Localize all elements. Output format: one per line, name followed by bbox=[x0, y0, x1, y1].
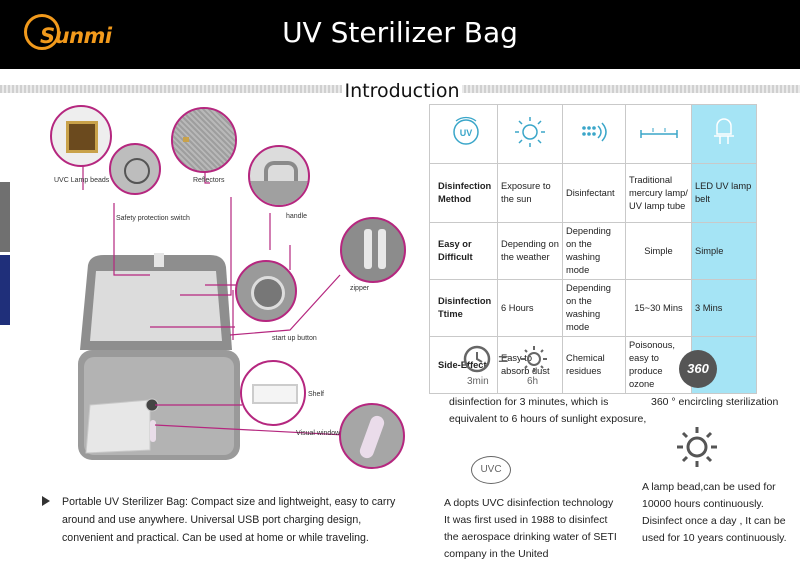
table-cell: UV bbox=[429, 104, 498, 164]
clock-icon bbox=[463, 345, 491, 373]
led-bulb-icon bbox=[714, 118, 734, 144]
table-row: Disinfection Method Exposure to the sun … bbox=[429, 163, 757, 223]
product-description: Portable UV Sterilizer Bag: Compact size… bbox=[62, 496, 396, 544]
row-header: Disinfection Method bbox=[429, 163, 498, 223]
start-button-label: start up button bbox=[272, 335, 317, 342]
row-header: Easy or Difficult bbox=[429, 222, 498, 280]
bag-zipper-pull bbox=[154, 253, 164, 267]
lamp-bead-icon bbox=[677, 427, 717, 467]
time-6h: 6h bbox=[527, 376, 539, 387]
uv-icon: UV bbox=[453, 116, 479, 145]
encircling-text: 360 ° encircling sterilization bbox=[651, 396, 779, 408]
bullet-triangle-icon bbox=[42, 496, 50, 506]
uvc-badge-text: UVC bbox=[480, 464, 502, 475]
disinfection-text: disinfection for 3 minutes, which is equ… bbox=[449, 396, 647, 425]
table-cell: LED UV lamp belt bbox=[691, 163, 757, 223]
safety-switch-callout bbox=[109, 143, 161, 195]
table-cell: Depending on the washing mode bbox=[562, 222, 626, 280]
disinfectant-spray-icon bbox=[582, 122, 607, 142]
zipper-label: zipper bbox=[350, 285, 370, 292]
table-cell bbox=[691, 104, 757, 164]
shelf-callout bbox=[240, 360, 306, 426]
handle-callout bbox=[248, 145, 310, 207]
table-cell: Chemical residues bbox=[562, 336, 626, 394]
uv-icon-text: UV bbox=[460, 128, 473, 138]
visual-window-callout bbox=[339, 403, 405, 469]
sun-icon bbox=[515, 117, 545, 147]
table-cell: Depending on the weather bbox=[497, 222, 563, 280]
table-cell: Disinfectant bbox=[562, 163, 626, 223]
table-icon-row: UV bbox=[429, 104, 757, 164]
table-cell: 15~30 Mins bbox=[625, 279, 692, 337]
lamp-beads-label: UVC Lamp beads bbox=[54, 177, 110, 184]
time-3min: 3min bbox=[467, 376, 489, 387]
lamp-bead-text: A lamp bead,can be used for 10000 hours … bbox=[642, 481, 787, 544]
side-bar-gray bbox=[0, 182, 10, 252]
table-row: Easy or Difficult Depending on the weath… bbox=[429, 222, 757, 280]
sunmi-logo: Sunmi bbox=[24, 14, 134, 58]
table-cell: Exposure to the sun bbox=[497, 163, 563, 223]
section-title: Introduction bbox=[342, 80, 462, 102]
table-cell: Traditional mercury lamp/ UV lamp tube bbox=[625, 163, 692, 223]
table-cell: Simple bbox=[625, 222, 692, 280]
header-bar: Sunmi UV Sterilizer Bag bbox=[0, 0, 800, 69]
product-illustration: UVC Lamp beads Reflectors Safety protect… bbox=[0, 95, 430, 485]
safety-switch-label: Safety protection switch bbox=[116, 215, 190, 222]
uvc-icon: UVC bbox=[471, 456, 511, 484]
table-row: Disinfection Ttime 6 Hours Depending on … bbox=[429, 279, 757, 337]
start-button-callout bbox=[235, 260, 297, 322]
table-cell: 3 Mins bbox=[691, 279, 757, 337]
page-title: UV Sterilizer Bag bbox=[282, 16, 518, 49]
logo-text: Sunmi bbox=[40, 24, 112, 48]
uvc-text: A dopts UVC disinfection technology It w… bbox=[444, 497, 617, 560]
equals-sign: = bbox=[498, 349, 509, 369]
zipper-callout bbox=[340, 217, 406, 283]
shelf-label: Shelf bbox=[308, 391, 324, 398]
table-cell: Depending on the washing mode bbox=[562, 279, 626, 337]
mercury-lamp-tube-icon bbox=[639, 128, 678, 138]
table-cell bbox=[562, 104, 626, 164]
visual-window-label: Visual window bbox=[296, 430, 341, 437]
row-header: Disinfection Ttime bbox=[429, 279, 498, 337]
badge-360-text: 360 bbox=[687, 361, 709, 376]
bag-window bbox=[150, 420, 156, 442]
table-cell bbox=[497, 104, 563, 164]
table-cell bbox=[625, 104, 692, 164]
badge-360-icon: 360 bbox=[679, 350, 717, 388]
product-diagram bbox=[78, 143, 346, 460]
table-cell: Easy to absorb dust bbox=[497, 336, 563, 394]
reflectors-label: Reflectors bbox=[193, 177, 225, 184]
table-cell: 6 Hours bbox=[497, 279, 563, 337]
reflectors-callout bbox=[171, 107, 237, 173]
sun-ring-icon bbox=[24, 14, 60, 50]
side-bar-blue bbox=[0, 255, 10, 325]
lamp-beads-callout bbox=[50, 105, 112, 167]
bag-tray bbox=[85, 399, 151, 454]
handle-label: handle bbox=[286, 213, 308, 220]
table-cell: Simple bbox=[691, 222, 757, 280]
sun-small-icon bbox=[521, 346, 547, 372]
lid-reflector bbox=[90, 271, 222, 341]
